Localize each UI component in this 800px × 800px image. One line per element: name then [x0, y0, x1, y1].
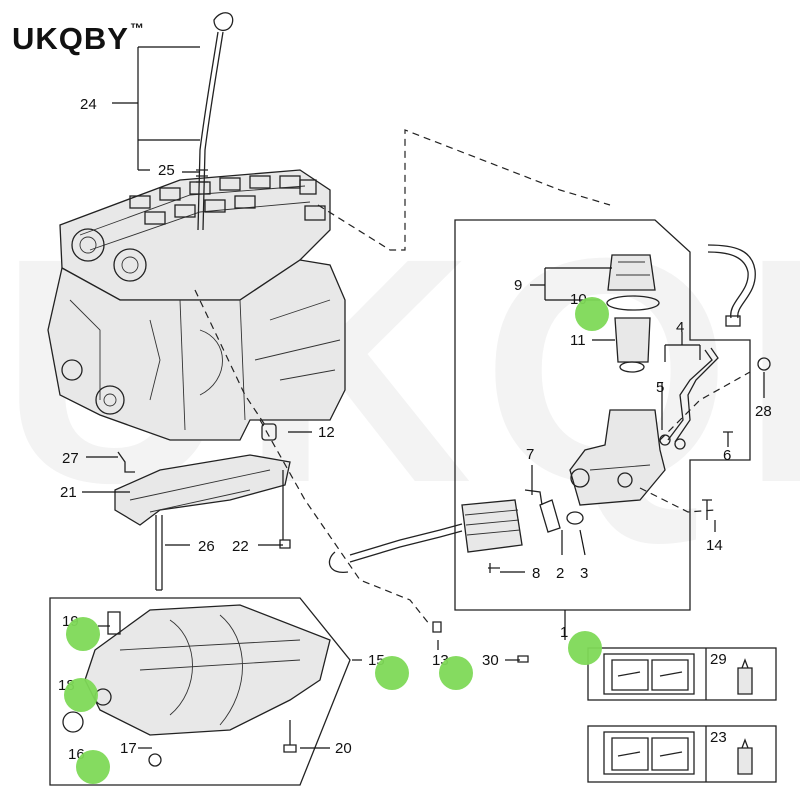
brand-text: UKQBY — [12, 21, 129, 56]
highlight-dot-13 — [439, 656, 473, 690]
callout-leaders — [82, 46, 765, 749]
highlight-dot-10 — [575, 297, 609, 331]
highlight-dot-18 — [64, 678, 98, 712]
callout-29: 29 — [710, 651, 727, 668]
brand-logo: UKQBY™ — [12, 20, 145, 57]
lower-parts — [114, 423, 291, 591]
highlight-dot-15 — [375, 656, 409, 690]
callout-6: 6 — [723, 447, 731, 464]
callout-labels: 24 25 12 27 21 26 22 9 10 11 4 5 28 6 7 … — [58, 96, 772, 763]
legend-box-23: 23 — [587, 725, 777, 783]
oil-pan-box — [49, 597, 351, 786]
brand-trademark: ™ — [129, 20, 145, 36]
engine-block-illustration — [47, 169, 346, 441]
oil-filter-group — [454, 219, 771, 611]
callout-5: 5 — [656, 379, 664, 396]
dashed-link-plug28 — [659, 371, 751, 441]
callout-17: 17 — [120, 740, 137, 757]
dashed-link-hose — [317, 129, 611, 251]
callout-26: 26 — [198, 538, 215, 555]
callout-24: 24 — [80, 96, 97, 113]
open-book-wrench-icon — [603, 731, 695, 775]
callout-23: 23 — [710, 729, 727, 746]
callout-27: 27 — [62, 450, 79, 467]
callout-3: 3 — [580, 565, 588, 582]
callout-12: 12 — [318, 424, 335, 441]
callout-30: 30 — [482, 652, 499, 669]
callout-25: 25 — [158, 162, 175, 179]
callout-11: 11 — [570, 332, 586, 349]
highlight-dot-1 — [568, 631, 602, 665]
dipstick-assembly — [196, 12, 234, 231]
sealant-tube-icon — [737, 658, 753, 695]
callout-21: 21 — [60, 484, 77, 501]
callout-14: 14 — [706, 537, 723, 554]
breather-hose — [707, 244, 756, 327]
callout-9: 9 — [514, 277, 522, 294]
callout-20: 20 — [335, 740, 352, 757]
callout-2: 2 — [556, 565, 564, 582]
callout-1: 1 — [560, 624, 568, 641]
dashed-link-drain — [259, 419, 431, 626]
highlight-dot-16 — [76, 750, 110, 784]
dashed-link-bolt14 — [639, 487, 716, 513]
highlight-dot-19 — [66, 617, 100, 651]
highlight-markers — [64, 297, 609, 784]
open-book-wrench-icon — [603, 653, 695, 695]
dashed-link-dipstick — [194, 289, 266, 426]
callout-22: 22 — [232, 538, 249, 555]
callout-7: 7 — [526, 446, 534, 463]
callout-4: 4 — [676, 319, 684, 336]
callout-28: 28 — [755, 403, 772, 420]
sealant-tube-icon — [737, 738, 753, 775]
legend-box-29: 29 — [587, 647, 777, 701]
callout-8: 8 — [532, 565, 540, 582]
